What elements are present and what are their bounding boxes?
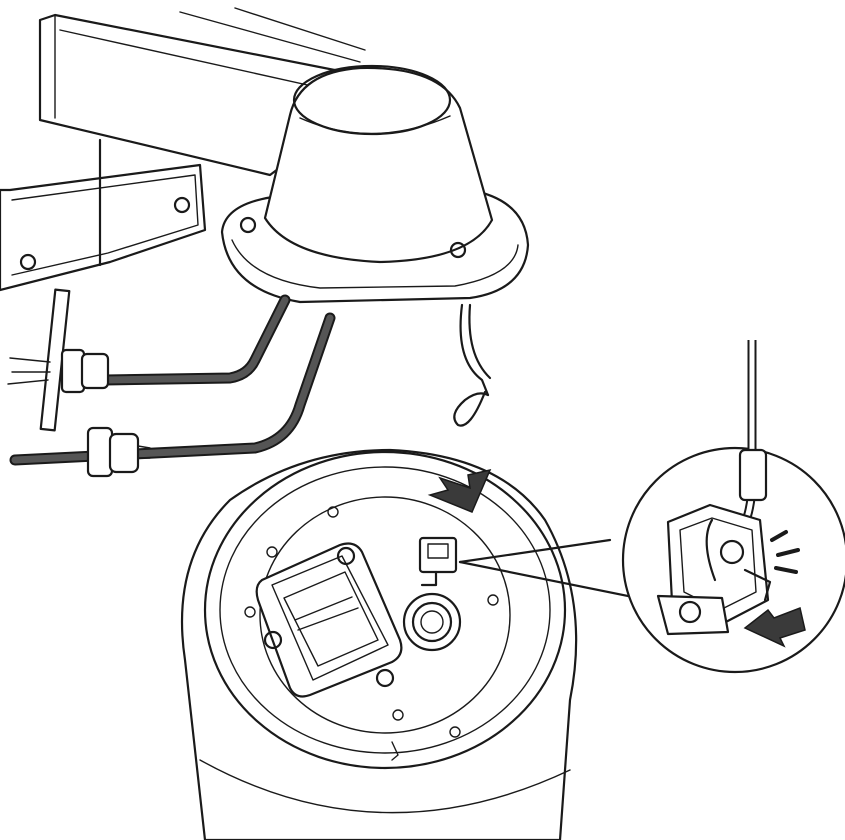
mount-hole [244, 606, 256, 618]
magnified-detail-view [621, 340, 845, 674]
mount-hole [487, 594, 499, 606]
mount-hole [392, 709, 404, 721]
terminal-clip [418, 536, 458, 587]
press-arrow [427, 468, 492, 513]
network-connector [402, 592, 462, 652]
camera-base [180, 448, 578, 840]
callout-lines [458, 538, 650, 602]
mount-hole [327, 506, 339, 518]
click-indicator [770, 530, 800, 574]
screw-icon [449, 241, 467, 259]
mount-hole [449, 726, 461, 738]
press-arrow [743, 606, 806, 648]
mount-hole [266, 546, 278, 558]
screw-icon [19, 253, 37, 271]
cable-gland [7, 288, 110, 432]
screw-icon [239, 216, 257, 234]
screw-icon [678, 600, 702, 624]
camera-dome-housing [220, 64, 530, 304]
screw-icon [173, 196, 191, 214]
cables [7, 288, 336, 478]
safety-lanyard [453, 303, 492, 427]
wall-mount-bracket [0, 7, 366, 292]
cable-gland [86, 426, 151, 478]
gasket-cover [255, 542, 403, 698]
